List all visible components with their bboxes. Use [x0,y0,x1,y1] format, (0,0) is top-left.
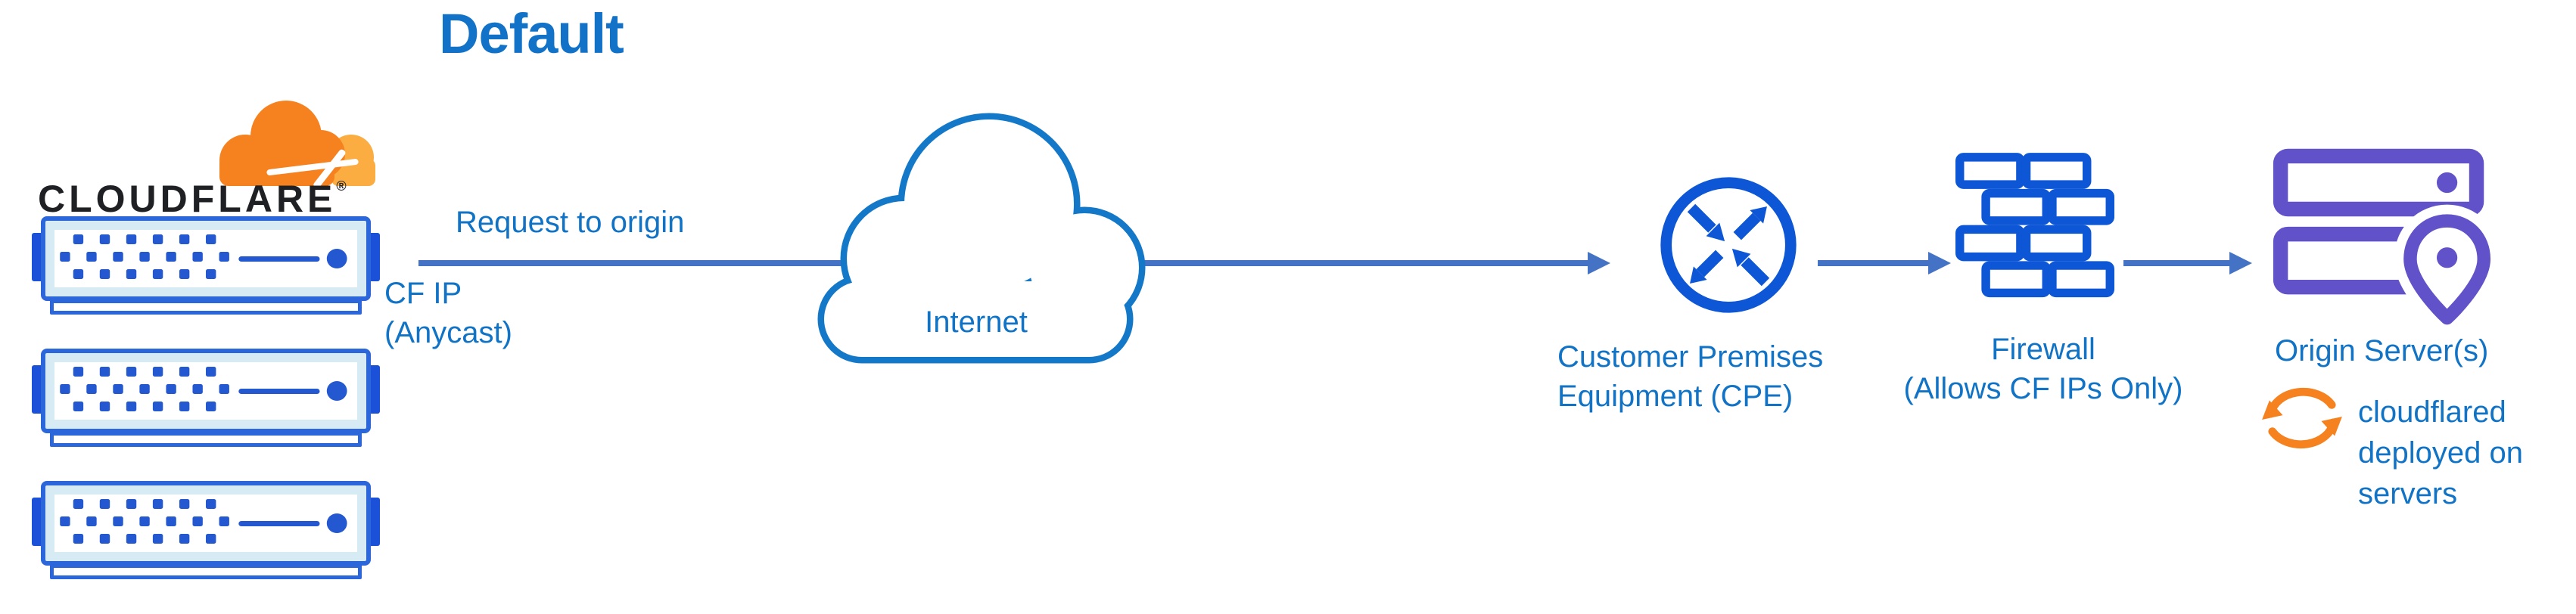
arrowhead-into-cpe [1588,252,1610,274]
firewall-label-line2: (Allows CF IPs Only) [1903,372,2183,405]
internet-label: Internet [925,305,1028,339]
router-arrows-icon [1660,177,1797,313]
cloudflare-wordmark-text: CLOUDFLARE [38,178,337,220]
server-front-panel [54,362,357,420]
cf-ip-label-line1: CF IP [384,277,462,310]
arrowhead-into-firewall [1928,252,1951,274]
edge-server-icon [32,481,380,584]
sync-arrows-icon [2262,387,2342,449]
server-tray [50,564,362,579]
cloudflare-wordmark: CLOUDFLARE® [38,177,386,221]
cloudflared-note: cloudflared deployed on servers [2358,392,2523,514]
cloudflare-logo-icon [219,101,375,188]
registered-trademark-symbol: ® [336,178,347,194]
server-front-panel [54,230,357,287]
connector-firewall-to-origin [2123,260,2231,266]
server-location-pin-icon [2273,148,2491,328]
cloudflared-note-line1: cloudflared [2358,395,2506,429]
cloudflared-note-line3: servers [2358,477,2458,510]
diagram-title: Default [439,2,624,65]
brick-wall-icon [1955,153,2114,298]
server-body [41,216,371,301]
arrowhead-into-origin [2229,252,2252,274]
edge-server-icon [32,216,380,319]
server-panel-art [60,499,347,544]
server-front-panel [54,495,357,552]
request-to-origin-label: Request to origin [456,206,685,239]
firewall-label-line1: Firewall [1991,333,2095,366]
server-body [41,349,371,433]
server-tray [50,432,362,447]
server-panel-art [60,234,347,279]
cpe-label-line2: Equipment (CPE) [1557,380,1794,413]
origin-servers-label: Origin Server(s) [2275,334,2489,367]
cloud-icon [817,113,1146,364]
cf-ip-label-line2: (Anycast) [384,316,512,349]
server-panel-art [60,367,347,411]
connector-cpe-to-firewall [1818,260,1930,266]
server-body [41,481,371,566]
server-tray [50,299,362,315]
cpe-label-line1: Customer Premises [1557,340,1824,374]
cloudflared-note-line2: deployed on [2358,436,2523,470]
edge-server-icon [32,349,380,451]
